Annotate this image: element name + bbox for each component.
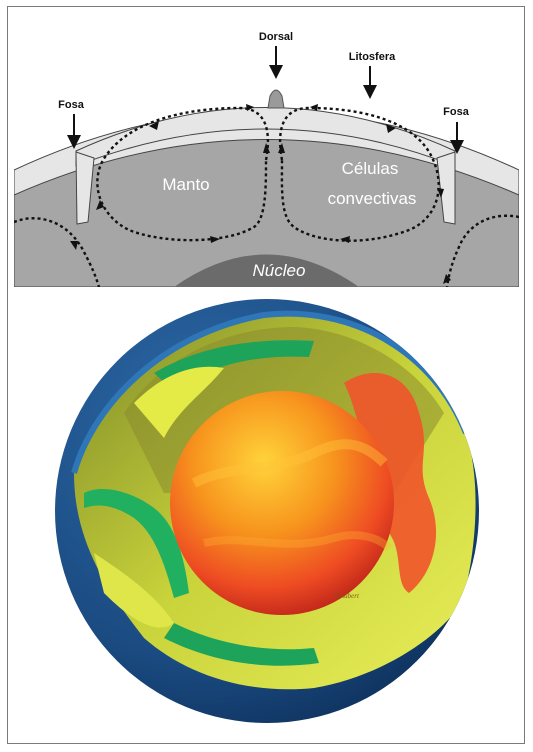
label-dorsal: Dorsal — [259, 31, 293, 43]
earth-interior-render: Schubert — [14, 293, 519, 733]
label-fosa-left: Fosa — [58, 99, 85, 111]
label-fosa-right: Fosa — [443, 106, 470, 118]
label-manto: Manto — [162, 175, 209, 194]
render-signature: Schubert — [334, 592, 360, 600]
label-nucleo: Núcleo — [253, 261, 306, 280]
label-celulas-1: Células — [342, 159, 399, 178]
inner-core — [170, 391, 394, 615]
convection-diagram: Dorsal Litosfera Fosa Fosa Manto Células… — [14, 12, 519, 287]
label-celulas-2: convectivas — [328, 189, 417, 208]
label-litosfera: Litosfera — [349, 51, 396, 63]
